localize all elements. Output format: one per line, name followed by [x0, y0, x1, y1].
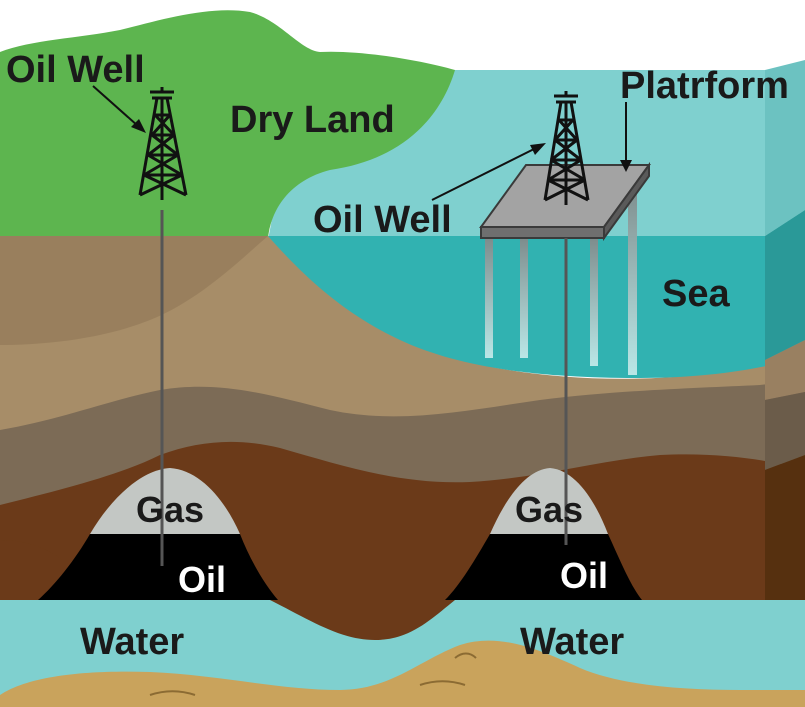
label-water-right: Water: [520, 621, 624, 663]
side-face-sea: [765, 210, 805, 360]
platform-deck-front: [480, 226, 605, 239]
side-face-gray: [765, 392, 805, 470]
arrow-oil-well-land: [92, 85, 146, 133]
sand-line-3: [454, 652, 477, 659]
oil-pocket-right: [445, 534, 642, 600]
arrow-platform: [620, 102, 632, 172]
label-gas-left: Gas: [136, 489, 204, 530]
soil-shade: [0, 236, 268, 345]
label-oil-left: Oil: [178, 559, 226, 600]
gas-pocket-right: [490, 468, 608, 534]
label-platform: Platrform: [620, 65, 789, 107]
platform-deck-side: [603, 161, 650, 242]
label-oil-well-sea: Oil Well: [313, 199, 452, 241]
platform-leg-1: [485, 238, 493, 358]
brown-rock-trough: [270, 600, 455, 640]
side-face-soil: [765, 340, 805, 400]
label-dry-land: Dry Land: [230, 99, 395, 141]
sea-water-body: [268, 236, 805, 378]
label-sea: Sea: [662, 273, 730, 315]
oil-pocket-left: [38, 534, 278, 600]
sand-layer: [0, 640, 805, 707]
dry-land-surface: [0, 10, 455, 240]
platform-leg-4: [628, 185, 637, 375]
label-gas-right: Gas: [515, 489, 583, 530]
sea-derrick-icon: [543, 91, 590, 205]
label-water-left: Water: [80, 621, 184, 663]
sand-line-1: [149, 690, 196, 696]
label-oil-right: Oil: [560, 555, 608, 596]
side-face-sea-top: [765, 60, 805, 236]
sand-line-2: [419, 680, 466, 686]
platform-leg-2: [520, 238, 528, 358]
arrow-oil-well-sea: [431, 143, 546, 201]
gas-pocket-left: [90, 468, 240, 534]
label-oil-well-land: Oil Well: [6, 49, 145, 91]
oil-derrick-icon: [138, 87, 188, 200]
platform-leg-3: [590, 238, 598, 366]
